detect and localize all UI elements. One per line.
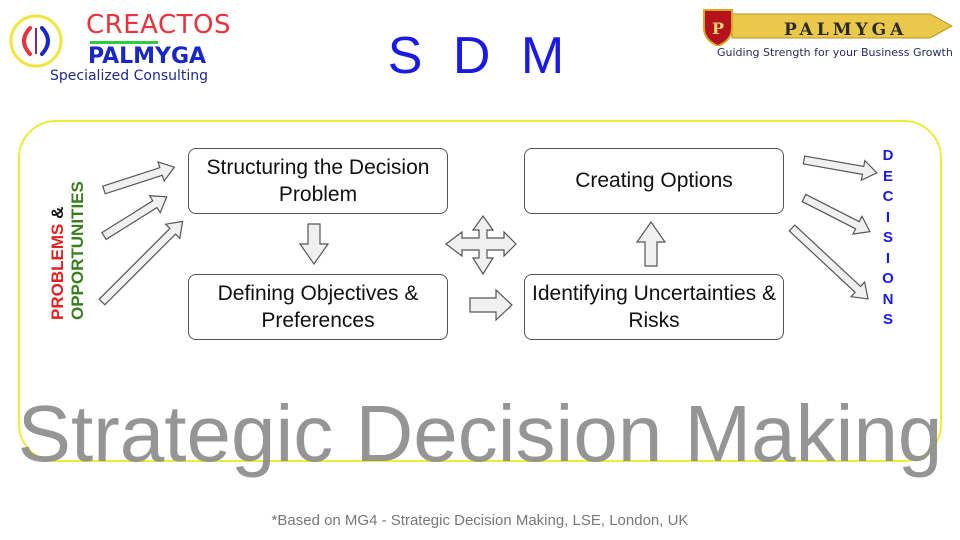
output-letter: O bbox=[882, 270, 894, 287]
output-letter: N bbox=[882, 290, 894, 308]
page-title: S D M bbox=[387, 27, 573, 85]
input-label: PROBLEMS & OPPORTUNITIES bbox=[48, 120, 108, 320]
box-options: Creating Options bbox=[524, 148, 784, 214]
right-arrow bbox=[469, 288, 513, 322]
input-arrow-top bbox=[102, 161, 176, 195]
svg-text:P: P bbox=[712, 19, 724, 38]
palmyga-arrow-banner: P bbox=[703, 9, 953, 46]
output-letter: C bbox=[882, 188, 894, 205]
down-arrow bbox=[298, 223, 330, 266]
c-bracket-logo-icon bbox=[9, 14, 63, 68]
output-arrow-middle bbox=[801, 193, 871, 235]
diagram-frame bbox=[18, 120, 942, 462]
up-arrow bbox=[635, 220, 667, 267]
palmyga-tagline: Guiding Strength for your Business Growt… bbox=[717, 46, 953, 59]
output-letter: S bbox=[882, 311, 893, 328]
footer-source: *Based on MG4 - Strategic Decision Makin… bbox=[271, 512, 689, 529]
output-arrow-bottom bbox=[788, 224, 869, 300]
brand-palmyga: PALMYGA bbox=[88, 44, 207, 69]
output-letter: E bbox=[882, 167, 893, 185]
output-letter: I bbox=[885, 249, 891, 267]
four-way-arrow bbox=[445, 214, 517, 276]
creactos-palmyga-logo: CREACTOS PALMYGA Specialized Consulting bbox=[8, 8, 238, 88]
output-letter: D bbox=[882, 147, 894, 164]
label-problems: PROBLEMS bbox=[48, 223, 67, 320]
input-arrow-middle bbox=[101, 195, 168, 241]
crest-shield-icon: P bbox=[703, 9, 733, 46]
box-uncertainties: Identifying Uncertainties & Risks bbox=[524, 274, 784, 340]
output-letter: S bbox=[882, 229, 893, 246]
brand-underline bbox=[90, 41, 158, 44]
output-label: D E C I S I O N S bbox=[878, 146, 898, 331]
label-opportunities: OPPORTUNITIES bbox=[68, 181, 87, 320]
input-arrow-bottom bbox=[98, 220, 184, 306]
output-arrow-top bbox=[802, 155, 878, 182]
box-objectives: Defining Objectives & Preferences bbox=[188, 274, 448, 340]
brand-creactos: CREACTOS bbox=[86, 10, 231, 40]
palmyga-logo: P PALMYGA Guiding Strength for your Busi… bbox=[698, 6, 953, 66]
subtitle-strategic-decision-making: Strategic Decision Making bbox=[17, 389, 943, 478]
output-letter: I bbox=[885, 208, 891, 226]
brand-tagline: Specialized Consulting bbox=[50, 68, 209, 84]
label-amp: & bbox=[48, 206, 67, 219]
palmyga-name: PALMYGA bbox=[784, 20, 908, 40]
box-structuring: Structuring the Decision Problem bbox=[188, 148, 448, 214]
